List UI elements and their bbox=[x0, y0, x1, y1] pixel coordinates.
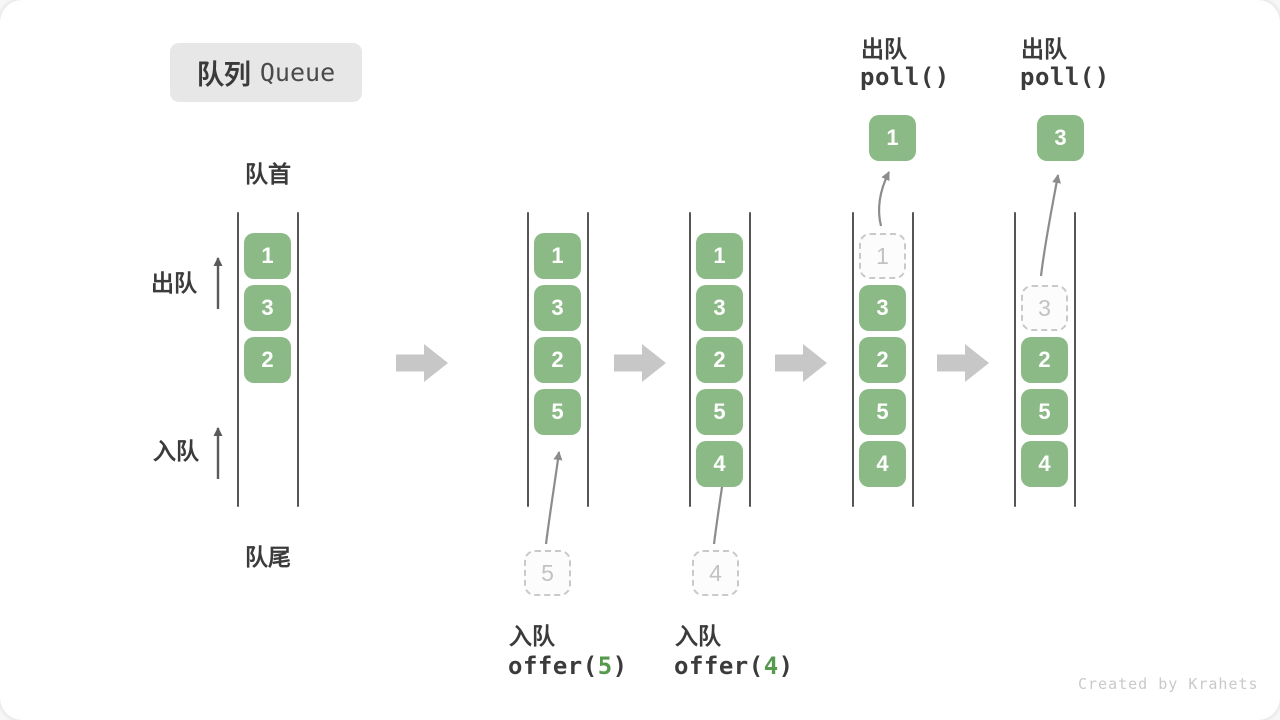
queue-element: 5 bbox=[1021, 389, 1068, 435]
queue-element: 4 bbox=[696, 441, 743, 487]
queue-element: 1 bbox=[244, 233, 291, 279]
operation-label: 出队 bbox=[861, 36, 907, 62]
queue-wall-right bbox=[587, 212, 589, 507]
queue-element: 1 bbox=[534, 233, 581, 279]
removed-element-placeholder: 3 bbox=[1021, 285, 1068, 331]
queue-element: 2 bbox=[859, 337, 906, 383]
queue-element: 4 bbox=[859, 441, 906, 487]
transition-arrow-icon bbox=[937, 344, 989, 382]
code-text: offer( bbox=[674, 652, 764, 680]
dequeue-3-arrow-icon bbox=[1039, 174, 1061, 277]
queue-wall-left bbox=[1014, 212, 1016, 507]
queue-element: 2 bbox=[696, 337, 743, 383]
transition-arrow-icon bbox=[614, 344, 666, 382]
operation-code: offer(4) bbox=[674, 652, 794, 680]
dequeue-side-label: 出队 bbox=[151, 270, 197, 296]
code-arg: 4 bbox=[763, 652, 779, 680]
code-arg: 5 bbox=[597, 652, 613, 680]
operation-code: offer(5) bbox=[508, 652, 628, 680]
dequeue-1-arrow-icon bbox=[877, 171, 890, 227]
queue-wall-right bbox=[297, 212, 299, 507]
enqueue-side-label: 入队 bbox=[153, 438, 199, 464]
queue-element: 4 bbox=[1021, 441, 1068, 487]
code-text: ) bbox=[778, 652, 794, 680]
queue-element: 2 bbox=[1021, 337, 1068, 383]
queue-element: 3 bbox=[534, 285, 581, 331]
queue-element: 2 bbox=[534, 337, 581, 383]
queue-element: 5 bbox=[696, 389, 743, 435]
polled-element: 1 bbox=[869, 115, 916, 161]
queue-element: 3 bbox=[696, 285, 743, 331]
queue-rear-label: 队尾 bbox=[245, 544, 291, 570]
enqueue-5-arrow-icon bbox=[544, 451, 563, 545]
transition-arrow-icon bbox=[775, 344, 827, 382]
title-badge: 队列 Queue bbox=[170, 43, 362, 102]
queue-wall-left bbox=[689, 212, 691, 507]
code-text: offer( bbox=[508, 652, 598, 680]
queue-element: 5 bbox=[859, 389, 906, 435]
operation-label: 入队 bbox=[675, 623, 721, 649]
operation-label: 入队 bbox=[509, 623, 555, 649]
removed-element-placeholder: 1 bbox=[859, 233, 906, 279]
queue-wall-right bbox=[749, 212, 751, 507]
queue-wall-right bbox=[912, 212, 914, 507]
queue-wall-left bbox=[527, 212, 529, 507]
transition-arrow-icon bbox=[396, 344, 448, 382]
pending-element: 5 bbox=[524, 550, 571, 596]
title-en: Queue bbox=[259, 58, 336, 87]
queue-front-label: 队首 bbox=[245, 161, 291, 187]
queue-element: 2 bbox=[244, 337, 291, 383]
watermark: Created by Krahets bbox=[1078, 675, 1259, 693]
queue-element: 1 bbox=[696, 233, 743, 279]
operation-code: poll() bbox=[1020, 63, 1110, 91]
pending-element: 4 bbox=[692, 550, 739, 596]
code-text: ) bbox=[612, 652, 628, 680]
operation-label: 出队 bbox=[1021, 36, 1067, 62]
operation-code: poll() bbox=[860, 63, 950, 91]
queue-wall-left bbox=[852, 212, 854, 507]
queue-wall-right bbox=[1074, 212, 1076, 507]
polled-element: 3 bbox=[1037, 115, 1084, 161]
queue-wall-left bbox=[237, 212, 239, 507]
title-zh: 队列 bbox=[196, 60, 251, 90]
queue-element: 3 bbox=[244, 285, 291, 331]
queue-element: 5 bbox=[534, 389, 581, 435]
queue-element: 3 bbox=[859, 285, 906, 331]
